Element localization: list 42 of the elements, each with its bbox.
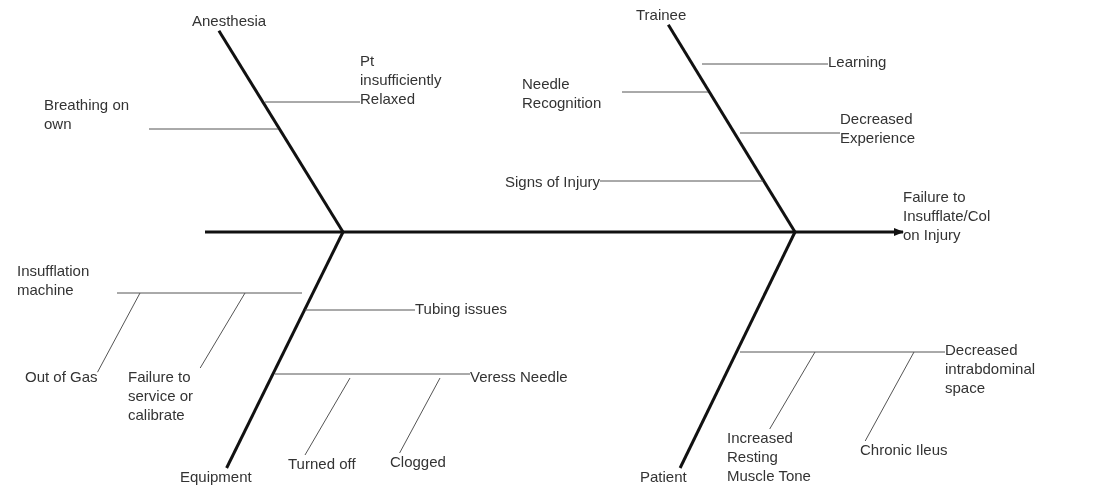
- effect-label: Failure to Insufflate/Col on Injury: [903, 188, 1008, 245]
- branch-line: [274, 373, 471, 375]
- cause-label: Clogged: [390, 453, 446, 472]
- category-label: Equipment: [180, 468, 252, 487]
- cause-label: Learning: [828, 53, 887, 72]
- cause-label: Decreased intrabdominal space: [945, 341, 1055, 398]
- bone-line: [678, 231, 797, 469]
- cause-label: Pt insufficiently Relaxed: [360, 52, 458, 109]
- cause-label: Breathing on own: [44, 96, 149, 134]
- category-label: Anesthesia: [192, 12, 267, 31]
- cause-label: Out of Gas: [25, 368, 98, 387]
- category-label: Patient: [640, 468, 687, 487]
- branch-line: [116, 292, 303, 294]
- branch-line: [97, 292, 141, 373]
- category-label: Trainee: [636, 6, 687, 25]
- cause-label: Tubing issues: [415, 300, 507, 319]
- bone-line: [217, 30, 345, 233]
- branch-line: [769, 351, 816, 430]
- cause-label: Needle Recognition: [522, 75, 622, 113]
- branch-line: [304, 377, 351, 456]
- cause-label: Decreased Experience: [840, 110, 940, 148]
- cause-label: Veress Needle: [470, 368, 568, 387]
- branch-line: [621, 91, 709, 93]
- bone-line: [667, 24, 797, 233]
- cause-label: Insufflation machine: [17, 262, 117, 300]
- branch-line: [199, 292, 246, 369]
- cause-label: Turned off: [288, 455, 356, 474]
- cause-label: Chronic Ileus: [860, 441, 948, 460]
- branch-line: [304, 309, 416, 311]
- branch-line: [864, 351, 915, 442]
- branch-line: [599, 180, 764, 182]
- branch-line: [739, 351, 946, 353]
- cause-label: Failure to service or calibrate: [128, 368, 213, 425]
- spine-arrow: [205, 228, 904, 236]
- cause-label: Signs of Injury: [505, 173, 601, 192]
- branch-line: [399, 377, 441, 454]
- branch-line: [701, 63, 829, 65]
- bone-line: [225, 231, 345, 469]
- branch-line: [148, 128, 279, 130]
- cause-label: Increased Resting Muscle Tone: [727, 429, 822, 486]
- branch-line: [264, 101, 361, 103]
- branch-line: [739, 132, 841, 134]
